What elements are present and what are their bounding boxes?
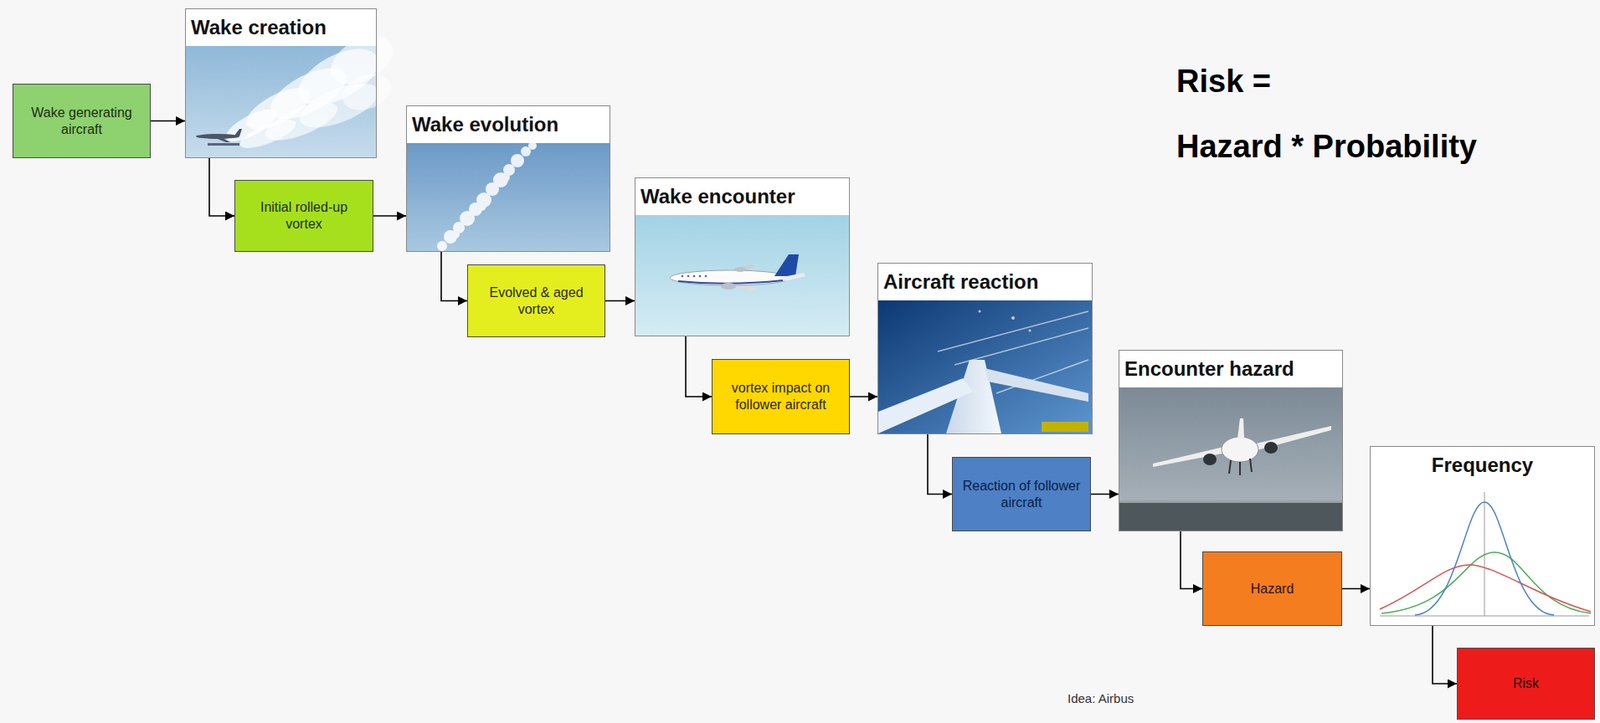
process-box: vortex impact on follower aircraft xyxy=(711,359,850,435)
illustration-part xyxy=(1203,453,1217,466)
encounter-hazard-photo xyxy=(1119,386,1343,531)
flow-arrow xyxy=(1090,493,1119,496)
illustration-part xyxy=(207,143,240,146)
illustration-part xyxy=(1229,460,1231,474)
flow-arrow xyxy=(150,120,186,123)
illustration-part xyxy=(1237,418,1245,439)
process-box: Evolved & aged vortex xyxy=(467,264,606,338)
wake-encounter-photo xyxy=(635,214,849,336)
box-label: Wake generating aircraft xyxy=(20,104,144,139)
flow-arrow xyxy=(605,300,635,303)
illustration-part xyxy=(734,267,746,273)
image-panel: Wake encounter xyxy=(634,177,850,337)
illustration-part xyxy=(1011,316,1015,320)
flow-arrow xyxy=(927,434,952,495)
illustration-part xyxy=(693,275,696,278)
illustration-part xyxy=(704,275,708,278)
illustration-part xyxy=(954,328,1089,366)
illustration-part xyxy=(774,254,799,277)
illustration-part xyxy=(687,275,690,278)
illustration-part xyxy=(1229,458,1252,476)
image-panel: Frequency xyxy=(1369,446,1595,627)
illustration-part xyxy=(1041,421,1089,433)
flow-arrow xyxy=(373,215,407,217)
illustration-part xyxy=(1249,426,1332,453)
illustration-part xyxy=(1119,500,1343,504)
illustration-part xyxy=(406,142,610,252)
panel-title: Frequency xyxy=(1370,447,1595,484)
illustration-part xyxy=(778,272,806,282)
process-box: Initial rolled-up vortex xyxy=(234,180,374,253)
illustration-part xyxy=(1370,483,1595,626)
flow-arrow xyxy=(209,158,235,217)
illustration-part xyxy=(1381,552,1591,614)
flow-arrow xyxy=(1180,531,1203,590)
wake-creation-photo xyxy=(185,26,402,158)
credit-note: Idea: Airbus xyxy=(1067,691,1134,706)
illustration-part xyxy=(681,275,685,278)
panel-title: Encounter hazard xyxy=(1119,350,1343,388)
illustration-part xyxy=(1414,502,1554,616)
illustration-part xyxy=(1379,565,1591,613)
illustration-part xyxy=(1028,329,1032,333)
illustration-part xyxy=(681,275,708,278)
process-box: Hazard xyxy=(1202,551,1343,627)
illustration-part xyxy=(699,275,702,278)
flow-arrow xyxy=(685,336,712,397)
illustration-part xyxy=(501,173,510,182)
illustration-part xyxy=(1264,442,1278,454)
box-label: vortex impact on follower aircraft xyxy=(719,380,843,414)
process-box: Wake generating aircraft xyxy=(12,83,151,159)
illustration-part xyxy=(1152,445,1231,468)
illustration-part xyxy=(437,141,537,252)
illustration-part xyxy=(635,214,849,336)
illustration-part xyxy=(978,310,1032,333)
panel-title: Wake creation xyxy=(185,9,376,47)
flow-arrow xyxy=(441,252,468,302)
illustration-part xyxy=(437,241,448,252)
flow-arrow xyxy=(1432,626,1457,685)
illustration-part xyxy=(337,66,397,118)
illustration-part xyxy=(1250,458,1252,473)
illustration-part xyxy=(984,368,1089,402)
illustration-part xyxy=(1119,386,1343,531)
illustration-part xyxy=(978,310,982,314)
box-label: Hazard xyxy=(1250,581,1295,598)
illustration-part xyxy=(210,136,231,143)
illustration-part xyxy=(937,311,1089,352)
illustration-part xyxy=(878,299,1092,434)
image-panel: Wake evolution xyxy=(406,105,611,253)
flow-arrow xyxy=(1342,588,1370,591)
image-panel: Encounter hazard xyxy=(1118,349,1343,532)
wake-evolution-photo xyxy=(406,141,610,252)
aircraft-reaction-photo xyxy=(878,299,1092,434)
formula-text: Risk = xyxy=(1176,63,1271,100)
illustration-part xyxy=(1119,502,1343,531)
panel-title: Aircraft reaction xyxy=(878,263,1092,301)
box-label: Reaction of follower aircraft xyxy=(959,478,1084,512)
box-label: Initial rolled-up vortex xyxy=(241,199,366,233)
process-box: Risk xyxy=(1456,648,1595,721)
illustration-part xyxy=(1239,462,1241,476)
illustration-part xyxy=(1221,437,1259,463)
illustration-part xyxy=(234,128,242,137)
box-label: Evolved & aged vortex xyxy=(474,284,598,319)
image-panel: Aircraft reaction xyxy=(877,262,1093,435)
frequency-chart xyxy=(1370,483,1595,626)
illustration-part xyxy=(878,378,973,434)
illustration-part xyxy=(476,200,487,211)
formula-text: Hazard * Probability xyxy=(1176,128,1477,165)
illustration-part xyxy=(720,282,736,290)
process-box: Reaction of follower aircraft xyxy=(951,457,1091,532)
illustration-part xyxy=(510,154,525,168)
panel-title: Wake encounter xyxy=(635,178,849,216)
panel-title: Wake evolution xyxy=(406,106,610,144)
flow-arrow xyxy=(849,396,878,398)
illustration-part xyxy=(451,230,460,239)
image-panel: Wake creation xyxy=(185,8,377,159)
box-label: Risk xyxy=(1512,675,1539,693)
